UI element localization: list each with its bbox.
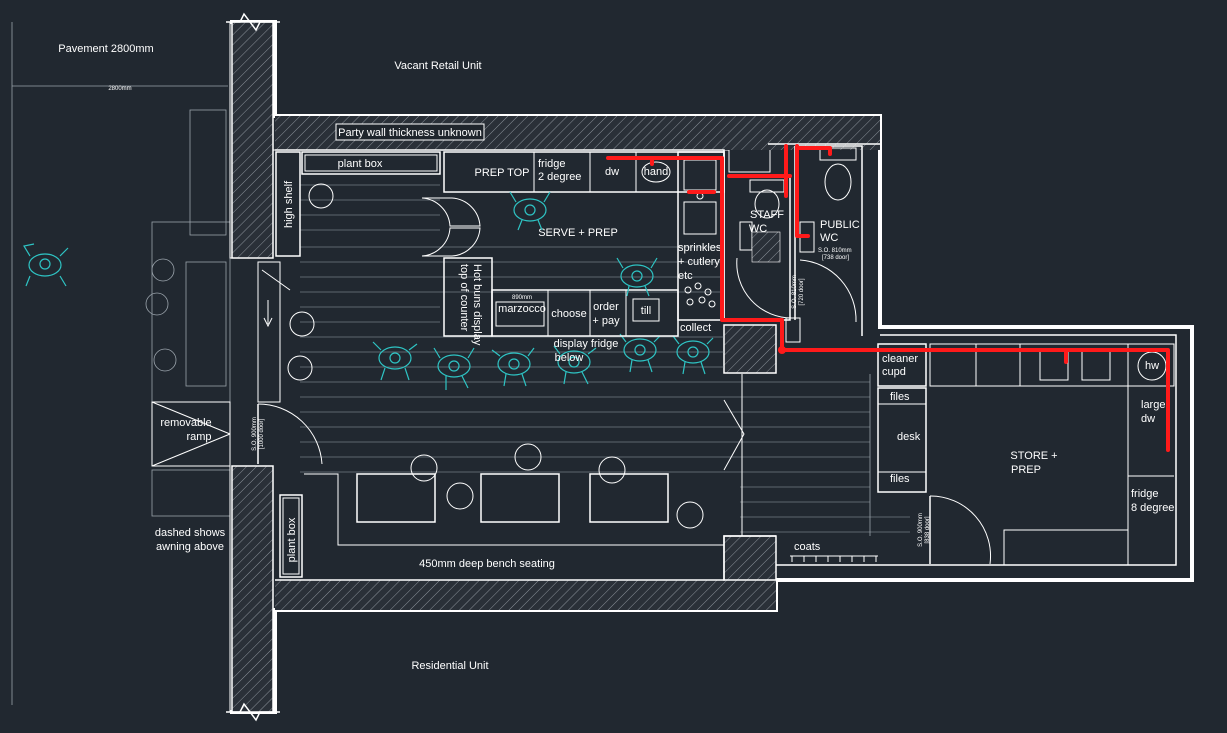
high-shelf-label: high shelf <box>283 180 295 228</box>
sprinkles-cutlery-counter <box>677 151 725 321</box>
plant-box-bottom <box>279 494 303 578</box>
queue-people-icon <box>372 333 714 390</box>
display-fridge-label-2: below <box>555 352 584 364</box>
marzocco-dim: 890mm <box>512 295 532 301</box>
collect-label: collect <box>680 322 711 334</box>
party-wall-label: Party wall thickness unknown <box>338 127 482 139</box>
plant-box-top-label: plant box <box>338 158 383 170</box>
front-counter <box>491 289 679 337</box>
coats-label: coats <box>794 541 821 553</box>
south-facade-wall <box>231 465 274 713</box>
staff-wc-label-1: STAFF <box>750 209 784 221</box>
fridge-8-label-1: fridge <box>1131 488 1159 500</box>
order-label-1: order <box>593 301 619 313</box>
larger-dw-label-1: larger <box>1141 399 1169 411</box>
store-prep-area: cleaner cupd files desk files hw larger … <box>790 343 1175 565</box>
vacant-retail-unit-label-group: Vacant Retail Unit <box>394 60 481 72</box>
table-2 <box>480 473 560 523</box>
fridge-2-label-1: fridge <box>538 158 566 170</box>
store-sink-1 <box>1039 349 1069 381</box>
store-label-2: PREP <box>1011 464 1041 476</box>
removable-ramp-label-1: removable <box>160 417 211 429</box>
pavement-dimension-text: 2800mm <box>108 86 131 92</box>
main-door-dim-sub: [1000 door] <box>259 418 265 449</box>
marzocco-machine <box>495 301 545 327</box>
sprinkles-label-2: + cutlery <box>678 256 720 268</box>
cleaner-label-1: cleaner <box>882 353 918 365</box>
high-shelf <box>275 151 301 257</box>
cleaner-cupboard <box>877 343 927 387</box>
serve-prep-label: SERVE + PREP <box>538 227 618 239</box>
fridge-8-label-2: 8 degree <box>1131 502 1174 514</box>
hand-basin <box>641 161 671 183</box>
dw-label: dw <box>605 166 619 178</box>
residential-unit-label-group: Residential Unit <box>411 660 488 672</box>
sprinkles-label-3: etc <box>678 270 693 282</box>
files-bottom-label: files <box>890 473 910 485</box>
public-wc-label-2: WC <box>820 232 838 244</box>
hot-buns-label-2: top of counter <box>458 264 470 332</box>
store-label-1: STORE + <box>1010 450 1057 462</box>
public-wc-label-1: PUBLIC <box>820 219 860 231</box>
public-wc-dim-2: [738 door] <box>822 255 849 261</box>
sprinkles-label-1: sprinkles <box>678 242 722 254</box>
marzocco-label: marzocco <box>498 303 546 315</box>
hot-buns-label-1: Hot buns display <box>471 264 483 346</box>
residential-unit-label: Residential Unit <box>411 660 488 672</box>
awning-note-1: dashed shows <box>155 527 226 539</box>
public-wc-dim-1: S.O. 810mm <box>818 248 852 254</box>
choose-label: choose <box>551 308 586 320</box>
public-toilet-icon <box>819 147 857 201</box>
bench-seating-label: 450mm deep bench seating <box>419 558 555 570</box>
larger-dw-label-2: dw <box>1141 413 1155 425</box>
hw-label: hw <box>1145 360 1159 372</box>
counter-swing-door <box>421 197 481 227</box>
staff-wc-dim-2: [720 door] <box>799 278 805 305</box>
desk-unit <box>877 387 927 493</box>
staff-wc-dim-1: S.O. 810mm <box>792 275 798 309</box>
staff-wc-label-2: WC <box>749 223 767 235</box>
order-label-2: + pay <box>592 315 620 327</box>
staff-figures-icon <box>509 191 658 297</box>
party-wall-label-box <box>335 123 485 141</box>
files-top-label: files <box>890 391 910 403</box>
desk-label: desk <box>897 431 921 443</box>
entrance-door <box>257 261 281 403</box>
plant-box-top <box>301 151 441 175</box>
seating-area: plant box high shelf plant box S.O. 900m… <box>252 151 910 578</box>
vacant-retail-unit-label: Vacant Retail Unit <box>394 60 481 72</box>
drainage-pipe-run <box>606 144 1170 452</box>
hand-label: hand <box>644 166 668 178</box>
pavement-zone: 2800mm Pavement 2800mm removable ramp da… <box>11 22 231 705</box>
removable-ramp-label-2: ramp <box>186 431 211 443</box>
store-door-dim-2: [838 door] <box>925 516 931 543</box>
table-1 <box>356 473 436 523</box>
table-3 <box>589 473 669 523</box>
till-label: till <box>641 305 651 317</box>
north-facade-wall <box>231 21 274 259</box>
fridge-2-label-2: 2 degree <box>538 171 581 183</box>
person-figure-icon <box>23 243 69 287</box>
pavement-label: Pavement 2800mm <box>58 43 153 55</box>
till-box <box>632 298 660 322</box>
main-door-dim: S.O. 900mm <box>252 417 258 451</box>
awning-note-2: awning above <box>156 541 224 553</box>
display-fridge-label-1: display fridge <box>554 338 619 350</box>
plant-box-bottom-label: plant box <box>286 517 298 562</box>
store-door-dim-1: S.O. 900mm <box>918 513 924 547</box>
cleaner-label-2: cupd <box>882 366 906 378</box>
counter-area: PREP TOP fridge 2 degree dw hand sprinkl… <box>443 151 725 364</box>
prep-top-label: PREP TOP <box>474 167 529 179</box>
store-sink-2 <box>1081 349 1111 381</box>
